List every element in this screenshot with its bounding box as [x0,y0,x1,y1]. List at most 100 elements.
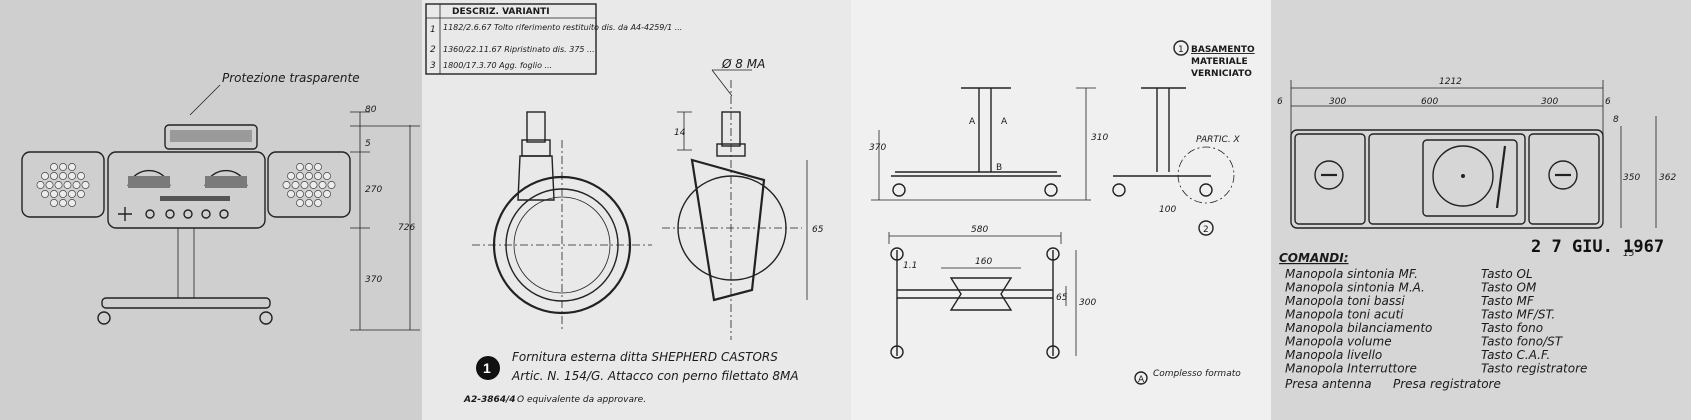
controls_right-item: Tasto C.A.F. [1481,348,1550,362]
grille-hole [63,181,72,189]
grille-hole [291,181,300,189]
grille-hole [68,163,76,171]
grille-hole [77,190,85,198]
section-a-left: A [969,117,976,127]
grille-hole [50,172,58,180]
grille-hole [314,172,322,180]
grille-hole [72,181,81,189]
presa-antenna: Presa antenna [1285,377,1372,391]
dim-8: 8 [1613,115,1619,125]
grille-hole [54,181,63,189]
panel-base-plan: 1 BASAMENTO MATERIALE VERNICIATO A A 370… [851,0,1271,420]
grille-hole [296,190,304,198]
revisions-table: DESCRIZ. VARIANTI 1 1182/2.6.67 Tolto ri… [425,3,682,75]
castor-side-view: Ø 8 MA 14 65 [662,57,824,340]
title-line-2: MATERIALE [1191,57,1248,67]
grille-hole [323,172,331,180]
grille-hole [305,172,313,180]
dim-600: 600 [1421,97,1438,107]
dim-6-right: 6 [1605,97,1611,107]
control-knobs [118,207,229,221]
grille-hole [59,190,67,198]
grille-hole [50,163,58,171]
item-mark-1: 1 [483,360,491,376]
dim-580: 580 [971,225,988,235]
right-speaker-grille [282,163,336,207]
dim-370: 370 [365,275,382,285]
base-side-elevation: PARTIC. X 2 100 [1112,87,1241,236]
controls_left-item: Manopola livello [1285,348,1382,362]
grille-hole [309,181,318,189]
controls_left-item: Manopola sintonia M.A. [1285,281,1425,295]
base-plan-drawing: 1 BASAMENTO MATERIALE VERNICIATO A A 370… [869,40,1255,385]
castor-front-view [472,111,652,330]
controls_right-item: Tasto registratore [1481,362,1587,376]
section-a-right: A [1001,117,1008,127]
dim-65: 65 [812,225,824,235]
castor-drawing: DESCRIZ. VARIANTI 1 1182/2.6.67 Tolto ri… [425,3,824,405]
controls_right-item: Tasto fono [1481,321,1543,335]
grille-hole [68,172,76,180]
grille-hole [41,172,49,180]
mark-1: 1 [1178,45,1184,55]
controls_right-item: Tasto fono/ST [1481,335,1564,349]
caption-line-2: Artic. N. 154/G. Attacco con perno filet… [511,369,799,383]
panel-top-view-controls: 1212 6 300 600 300 6 8 350 362 15 [1271,0,1691,420]
thread-label: Ø 8 MA [721,57,765,71]
grille-hole [296,199,304,207]
rev-num-3: 3 [430,61,436,71]
grille-hole [296,172,304,180]
horizontal-dimensions: 1212 6 300 600 300 6 8 350 362 15 [1277,77,1676,259]
grille-hole [327,181,336,189]
partic-x-label: PARTIC. X [1196,135,1241,145]
base-plan-view: 580 160 1.1 65 300 [888,225,1096,359]
dim-14: 14 [674,128,686,138]
grille-hole [77,172,85,180]
dim-15: 15 [1623,249,1635,259]
footnote-text: Complesso formato [1153,369,1241,379]
controls_right-item: Tasto MF/ST. [1481,308,1555,322]
controls_left-item: Manopola toni acuti [1285,308,1404,322]
dim-300: 300 [1079,298,1096,308]
dim-350: 350 [1623,173,1640,183]
title-line-3: VERNICIATO [1191,69,1252,79]
grille-hole [305,199,313,207]
controls-title: COMANDI: [1279,251,1349,265]
grille-hole [59,163,67,171]
drawing-code: A2-3864/4 [463,395,516,405]
top-view-drawing: 1212 6 300 600 300 6 8 350 362 15 [1277,77,1676,391]
grille-hole [318,181,327,189]
rev-text-1: 1182/2.6.67 Tolto riferimento restituito… [443,23,682,32]
grille-hole [50,199,58,207]
rev-text-2: 1360/22.11.67 Ripristinato dis. 375 ... [443,45,595,54]
mark-2: 2 [1203,225,1209,235]
panel-front-elevation: Protezione trasparente [0,0,422,420]
controls_left-item: Manopola Interruttore [1285,362,1417,376]
rev-num-2: 2 [430,45,436,55]
dim-160: 160 [975,257,992,267]
caption-line-3: O equivalente da approvare. [517,395,646,405]
grille-hole [59,199,67,207]
dim-6-left: 6 [1277,97,1283,107]
grille-hole [314,199,322,207]
controls_left-item: Manopola toni bassi [1285,294,1405,308]
controls_left-item: Manopola volume [1285,335,1392,349]
grille-hole [323,190,331,198]
controls_right-item: Tasto OL [1481,267,1533,281]
dim-726: 726 [398,223,415,233]
grille-hole [287,190,295,198]
dim-1212: 1212 [1439,77,1462,87]
grille-hole [305,163,313,171]
panel-castor-detail: DESCRIZ. VARIANTI 1 1182/2.6.67 Tolto ri… [422,0,851,420]
grille-hole [68,190,76,198]
section-b: B [996,163,1002,173]
dim-310: 310 [1091,133,1108,143]
grille-hole [282,181,291,189]
dim-65: 65 [1056,293,1068,303]
presa-registratore: Presa registratore [1393,377,1501,391]
base-footnote: A Complesso formato [1134,369,1241,385]
grille-hole [296,163,304,171]
protection-label: Protezione trasparente [222,71,360,85]
mark-a: A [1138,375,1145,385]
